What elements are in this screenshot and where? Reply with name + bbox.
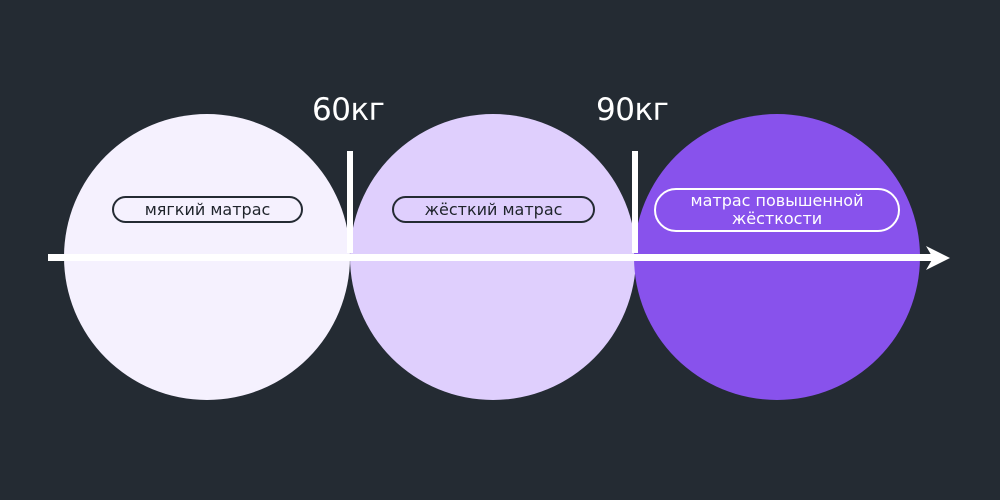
segment-label-extra-hard-line-2: жёсткости <box>731 209 823 228</box>
arrow-right-icon <box>926 246 950 270</box>
segment-label-hard: жёсткий матрас <box>392 196 595 223</box>
axis-line <box>48 254 936 261</box>
segment-label-extra-hard: матрас повышенной жёсткости <box>654 188 900 232</box>
segment-label-extra-hard-line-1: матрас повышенной <box>690 191 864 210</box>
threshold-tick-90 <box>632 151 638 253</box>
threshold-label-60: 60кг <box>312 92 385 128</box>
threshold-tick-60 <box>347 151 353 253</box>
threshold-label-90: 90кг <box>596 92 669 128</box>
segment-label-soft: мягкий матрас <box>112 196 303 223</box>
